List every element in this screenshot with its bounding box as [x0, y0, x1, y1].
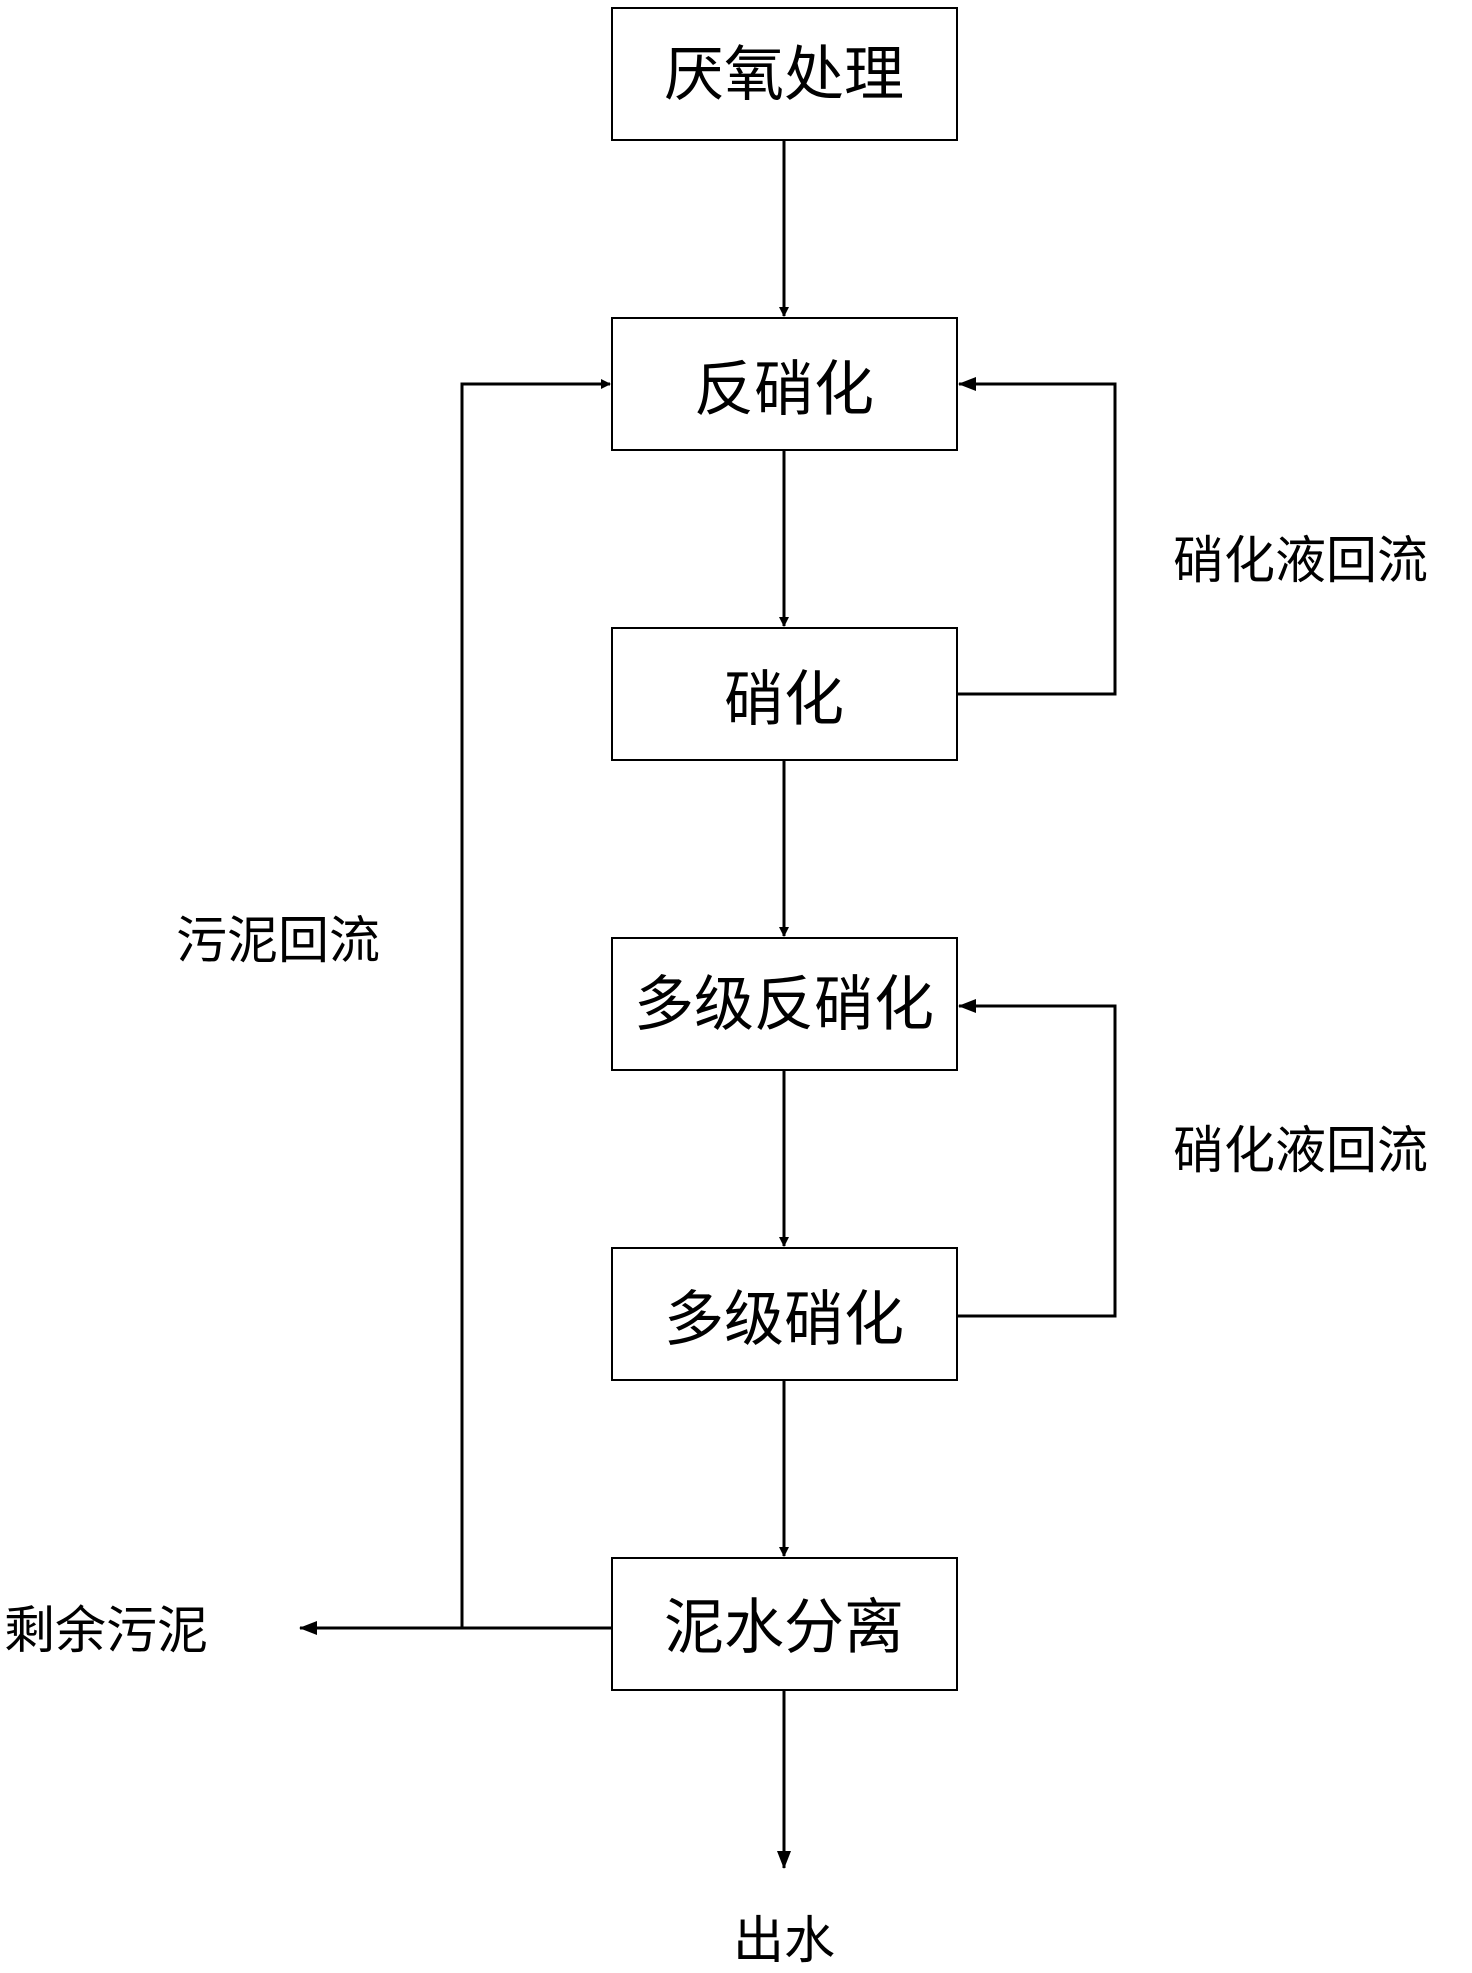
node-anaerobic-label: 厌氧处理 — [664, 40, 904, 110]
label-nitrate-recycle-2: 硝化液回流 — [1173, 1122, 1428, 1181]
nitrate-recycle-loop-2 — [957, 999, 1117, 1318]
node-separation-label: 泥水分离 — [664, 1593, 904, 1663]
label-effluent: 出水 — [733, 1912, 835, 1971]
node-denitrification: 反硝化 — [611, 317, 958, 451]
node-nitrification-label: 硝化 — [724, 665, 844, 735]
node-nitrification: 硝化 — [611, 627, 958, 761]
sludge-recycle-loop — [460, 379, 611, 1628]
node-multi-denitrification: 多级反硝化 — [611, 937, 958, 1071]
node-denitrification-label: 反硝化 — [694, 355, 874, 425]
label-nitrate-recycle-1: 硝化液回流 — [1173, 532, 1428, 591]
node-multi-denitrification-label: 多级反硝化 — [634, 970, 934, 1040]
node-multi-nitrification: 多级硝化 — [611, 1247, 958, 1381]
label-sludge-recycle: 污泥回流 — [176, 912, 380, 971]
label-excess-sludge: 剩余污泥 — [4, 1602, 208, 1661]
node-anaerobic: 厌氧处理 — [611, 7, 958, 141]
nitrate-recycle-loop-1 — [957, 377, 1117, 696]
node-separation: 泥水分离 — [611, 1557, 958, 1691]
node-multi-nitrification-label: 多级硝化 — [664, 1285, 904, 1355]
